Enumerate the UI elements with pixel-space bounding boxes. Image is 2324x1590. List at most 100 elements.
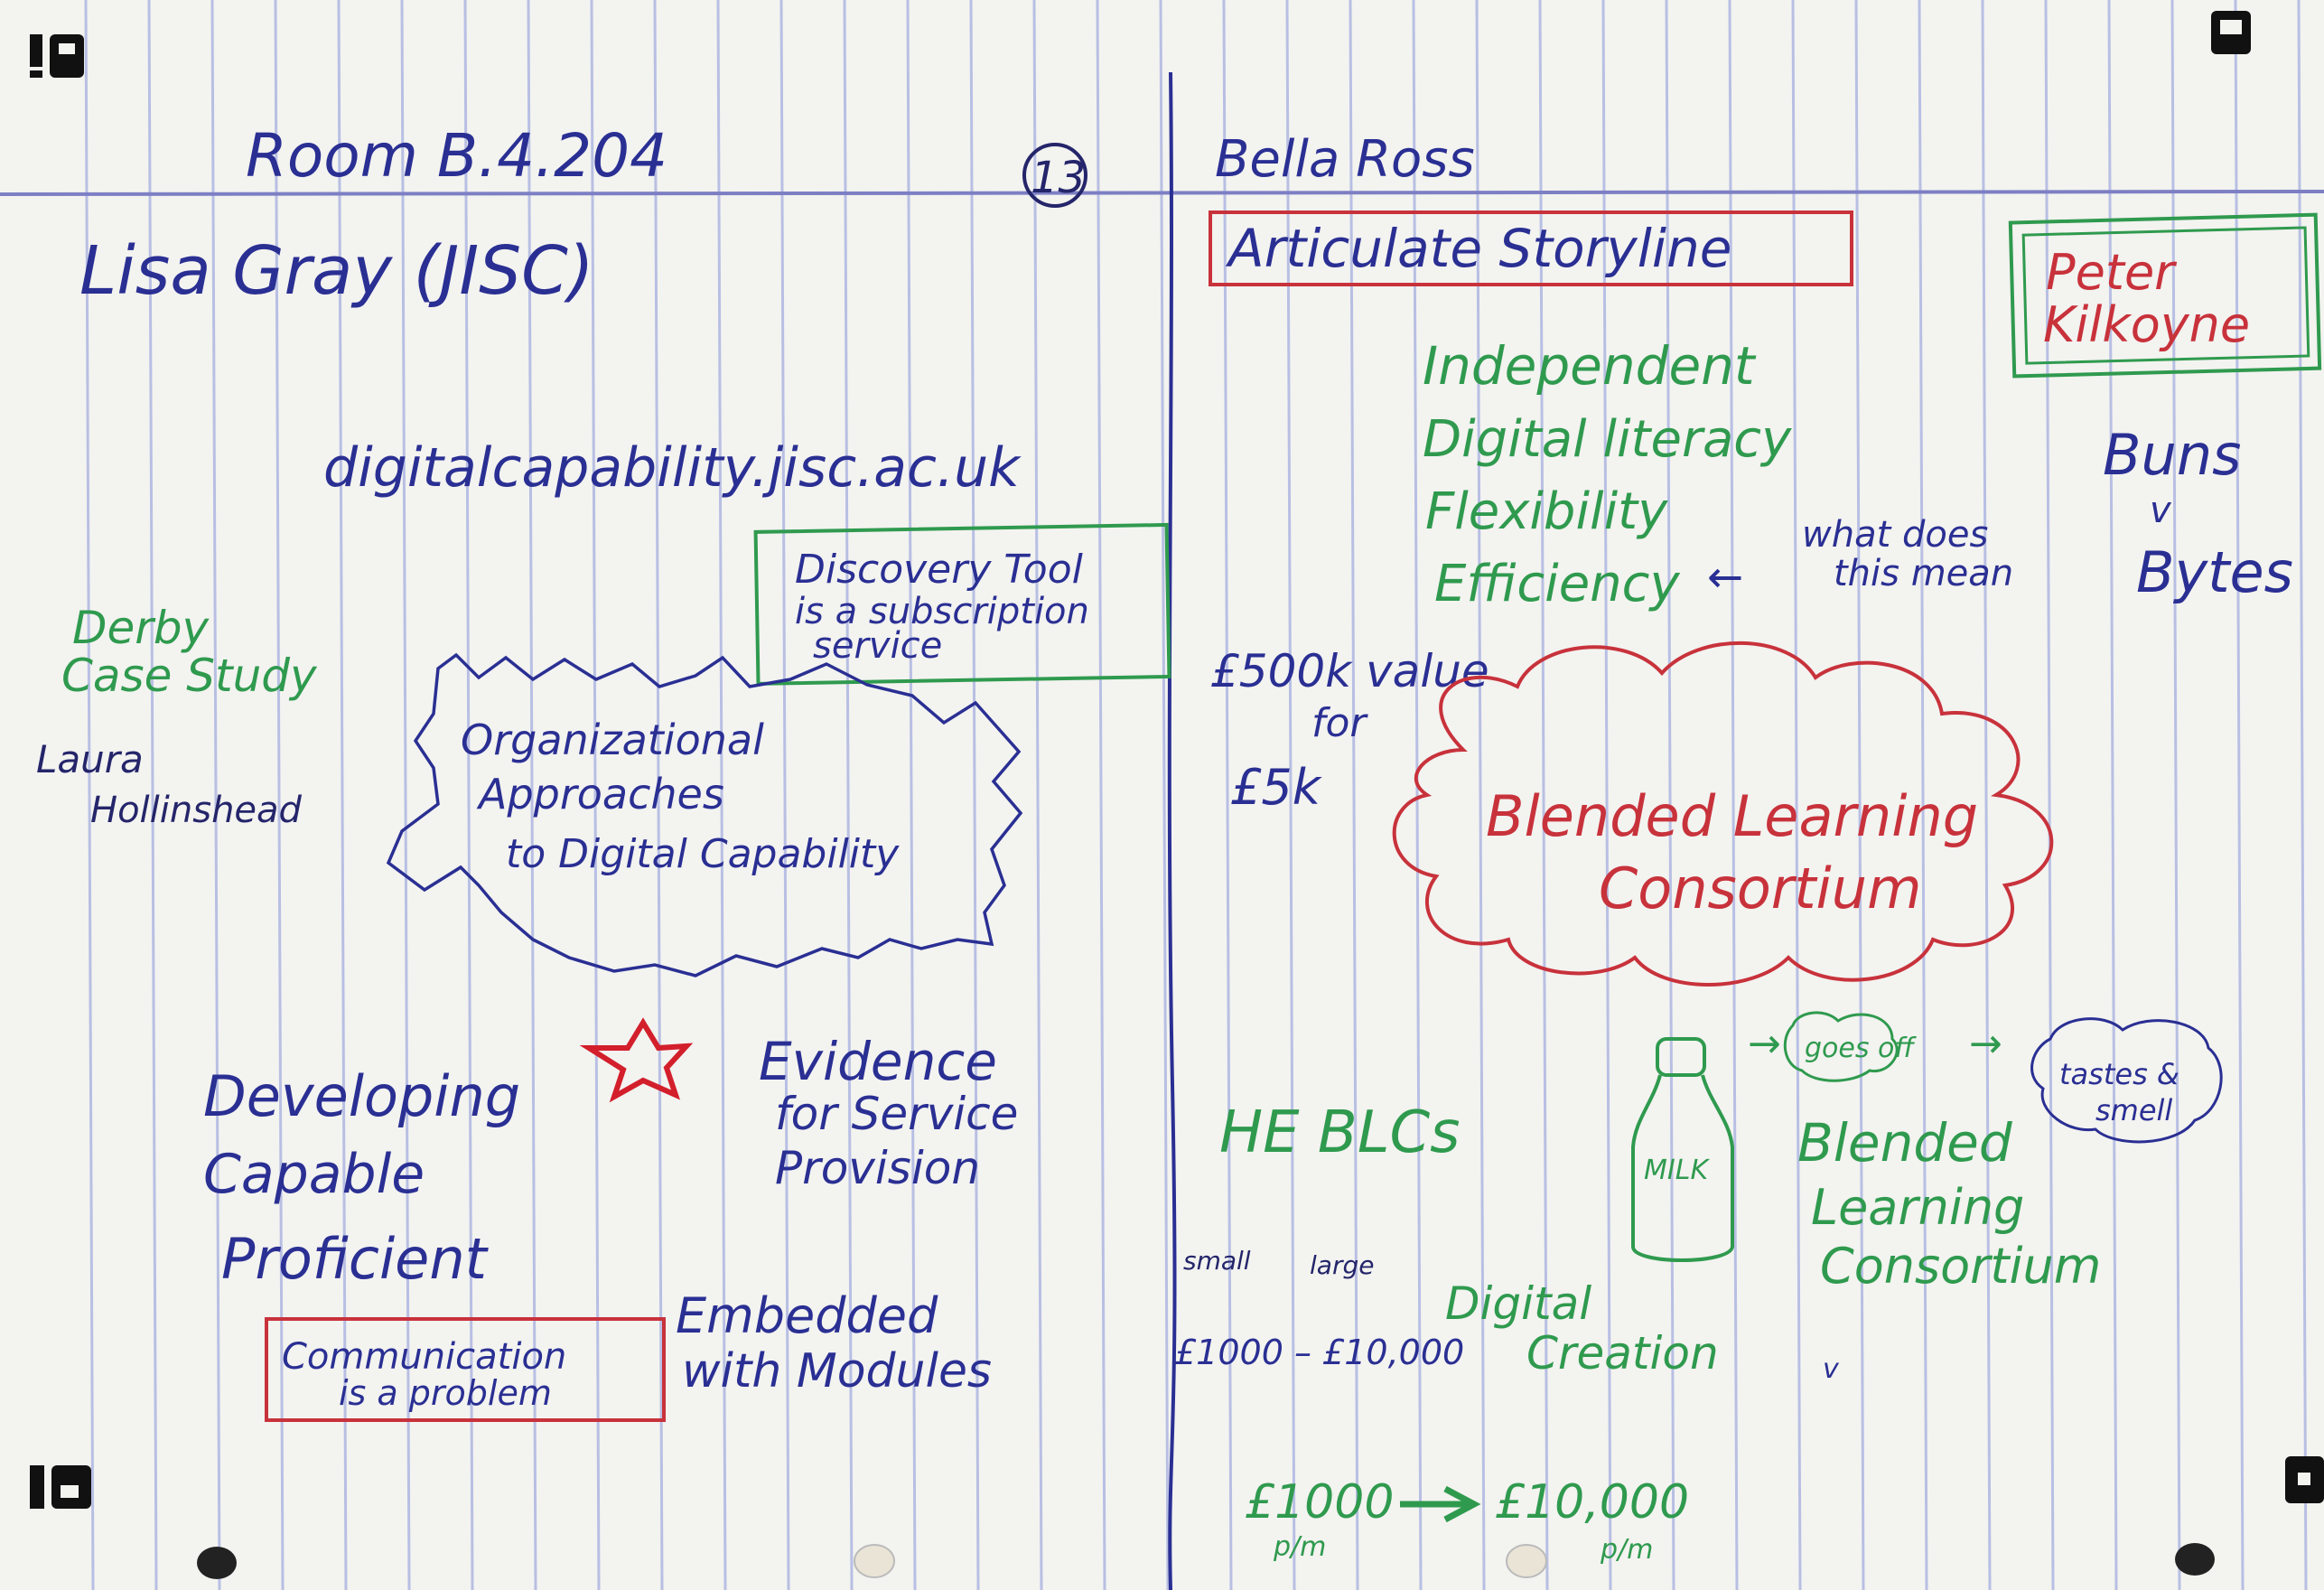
peter-box-inner <box>2021 226 2310 365</box>
discovery-line-2: is a subscription <box>795 591 1089 632</box>
storyline-box <box>1209 210 1853 286</box>
rule-line <box>274 0 285 1590</box>
value-amount: £500k value <box>1210 645 1489 697</box>
punch-holes <box>197 1543 2215 1579</box>
rule-line <box>1981 0 1992 1590</box>
level-capable: Capable <box>203 1143 425 1206</box>
room-label: Room B.4.204 <box>246 121 667 191</box>
benefit-digital-literacy: Digital literacy <box>1423 410 1792 469</box>
rule-line <box>400 0 411 1590</box>
vertical-rule-lines <box>84 0 2308 1590</box>
peter-box-outer <box>2008 212 2322 379</box>
rule-line <box>590 0 601 1590</box>
jagged-splash-shape <box>386 652 1023 977</box>
discovery-tool-box <box>753 522 1171 686</box>
cloud-shape <box>1392 641 2054 987</box>
benefit-efficiency: Efficiency <box>1434 555 1680 613</box>
splash-line-3: to Digital Capability <box>506 831 900 877</box>
splash-line-2: Approaches <box>476 770 724 818</box>
milk-bottle-icon <box>1631 1037 1734 1262</box>
buns-word: Buns <box>2103 422 2241 488</box>
rule-line <box>1412 0 1423 1590</box>
rule-line <box>969 0 980 1590</box>
rule-line <box>463 0 474 1590</box>
efficiency-arrow: ← <box>1707 552 1743 603</box>
speaker-lisa-gray: Lisa Gray (JISC) <box>79 232 594 310</box>
rule-line <box>1791 0 1802 1590</box>
rule-line <box>1475 0 1486 1590</box>
embedded-line-2: with Modules <box>682 1344 992 1398</box>
jisc-url: digitalcapability.jisc.ac.uk <box>323 436 1022 500</box>
peter-line-1: Peter <box>2046 244 2177 301</box>
rule-line <box>1538 0 1549 1590</box>
laura-line-1: Laura <box>36 737 144 781</box>
rule-line <box>210 0 221 1590</box>
cloud-line-2: Consortium <box>1599 856 1921 921</box>
he-blcs: HE BLCs <box>1219 1099 1461 1166</box>
speaker-bella-ross: Bella Ross <box>1215 130 1475 189</box>
peter-line-2: Kilkoyne <box>2043 296 2250 353</box>
corner-mark-bottom-right <box>2285 1456 2324 1503</box>
communication-line-1: Communication <box>282 1336 566 1378</box>
articulate-storyline: Articulate Storyline <box>1225 218 1731 279</box>
derby-line-2: Case Study <box>61 650 318 702</box>
rule-line <box>1728 0 1739 1590</box>
rule-line <box>1349 0 1359 1590</box>
rule-line <box>2297 0 2308 1590</box>
red-star-icon <box>579 1017 694 1103</box>
rule-line <box>1601 0 1612 1590</box>
rule-line <box>2107 0 2118 1590</box>
efficiency-question-2: this mean <box>1834 553 2013 594</box>
bottom-left-amount: £1000 <box>1245 1475 1394 1529</box>
derby-line-1: Derby <box>72 602 210 654</box>
evidence-line-1: Evidence <box>759 1031 997 1092</box>
communication-line-2: is a problem <box>339 1373 552 1413</box>
corner-mark-bottom-left <box>30 1465 91 1509</box>
center-divider-line <box>1167 71 1177 1590</box>
cloud-line-1: Blended Learning <box>1486 783 1978 849</box>
evidence-line-2: for Service <box>775 1088 1018 1140</box>
communication-box <box>265 1317 666 1422</box>
rule-line <box>147 0 158 1590</box>
rule-line <box>2170 0 2181 1590</box>
discovery-line-1: Discovery Tool <box>795 547 1084 593</box>
rule-line <box>1854 0 1865 1590</box>
splash-line-1: Organizational <box>461 716 764 764</box>
goes-off-cloud <box>1783 1011 1899 1082</box>
rule-line <box>653 0 664 1590</box>
versus-letter: v <box>2150 490 2172 531</box>
tastes-cloud <box>2030 1017 2223 1144</box>
embedded-line-1: Embedded <box>676 1287 938 1344</box>
value-for: for <box>1311 700 1368 746</box>
rule-line <box>1096 0 1106 1590</box>
tastes-line-2: smell <box>2095 1093 2172 1127</box>
rule-line <box>2234 0 2245 1590</box>
arrow-to-tastes: → <box>1969 1021 2002 1067</box>
tastes-line-1: tastes & <box>2059 1057 2179 1091</box>
corner-mark-top-right <box>2211 11 2251 54</box>
blc-line-3: Consortium <box>1820 1238 2101 1295</box>
rule-line <box>906 0 917 1590</box>
rule-line <box>716 0 727 1590</box>
bottom-left-unit: p/m <box>1273 1531 1326 1563</box>
digital-creation-2: Creation <box>1526 1327 1719 1380</box>
blc-line-1: Blended <box>1797 1112 2013 1174</box>
rule-line <box>1918 0 1928 1590</box>
tick-mark: v <box>1823 1353 1840 1385</box>
arrow-to-goes-off: → <box>1748 1021 1781 1067</box>
rule-line <box>1665 0 1675 1590</box>
level-proficient: Proficient <box>221 1226 490 1292</box>
rule-line <box>1285 0 1296 1590</box>
benefit-flexibility: Flexibility <box>1425 482 1668 541</box>
rule-line <box>1222 0 1233 1590</box>
benefit-independent: Independent <box>1423 335 1757 397</box>
bottom-right-amount: £10,000 <box>1495 1475 1689 1529</box>
rule-line <box>84 0 95 1590</box>
level-developing: Developing <box>203 1063 520 1129</box>
blc-line-2: Learning <box>1811 1179 2024 1236</box>
rule-line <box>2044 0 2055 1590</box>
corner-mark-top-left <box>30 34 84 78</box>
page-number: 13 <box>1031 153 1086 203</box>
